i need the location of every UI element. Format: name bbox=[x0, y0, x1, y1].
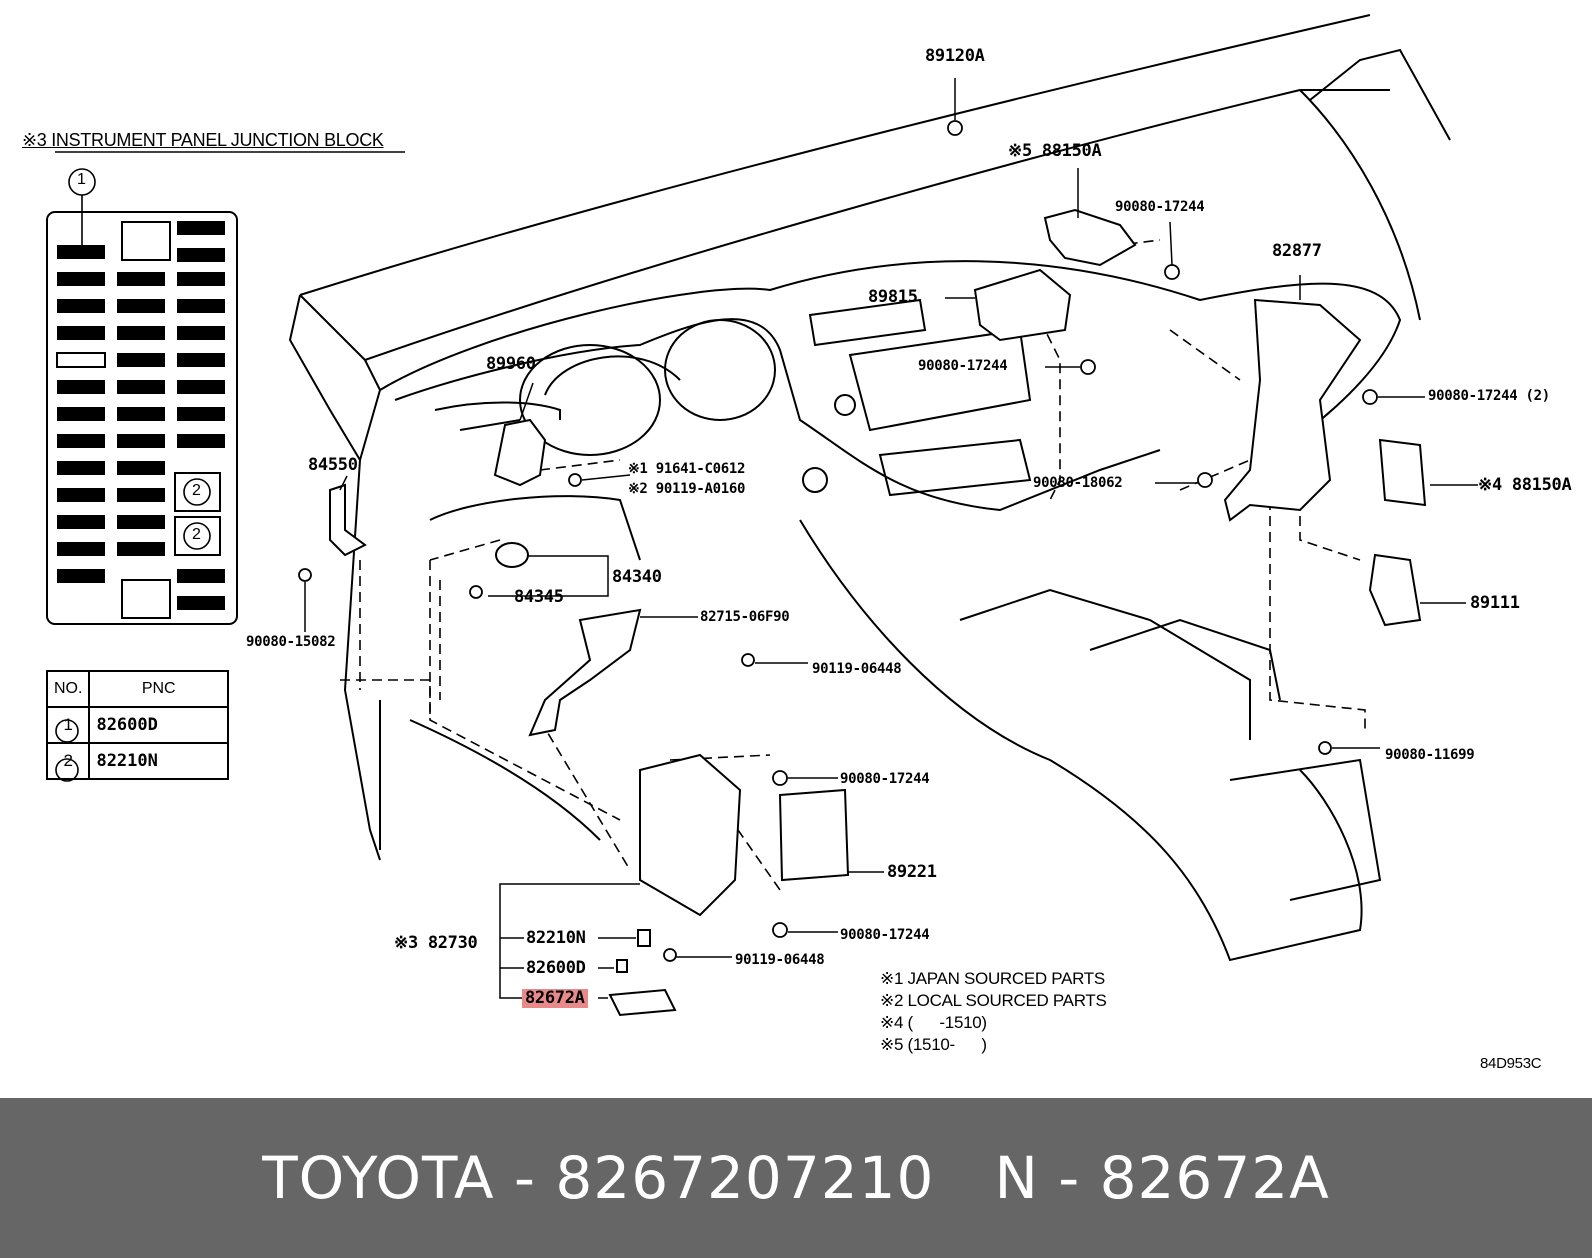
gauge-right bbox=[664, 319, 776, 421]
parts-diagram: 1 2 2 ※3 INSTRUMENT PANEL JUNCTION BLOCK… bbox=[22, 14, 1572, 1072]
part-82672A bbox=[608, 988, 677, 1017]
part-89111 bbox=[1368, 553, 1422, 627]
label-84550[interactable]: 84550 bbox=[308, 455, 358, 475]
table-cell-no: 2 bbox=[45, 742, 91, 780]
footer-text: TOYOTA - 8267207210 N - 82672A bbox=[0, 1098, 1592, 1258]
center-display bbox=[848, 328, 1032, 432]
footer-bar bbox=[0, 1098, 1592, 1258]
dashboard-upper-edge bbox=[364, 89, 1390, 361]
note-japan-sourced: ※1 JAPAN SOURCED PARTS bbox=[880, 969, 1105, 988]
label-84345[interactable]: 84345 bbox=[514, 587, 564, 607]
junction-block-title: ※3 INSTRUMENT PANEL JUNCTION BLOCK bbox=[22, 130, 384, 150]
callout-1: 1 bbox=[77, 171, 86, 188]
callout-2b-circle bbox=[183, 522, 211, 550]
part-89815 bbox=[973, 268, 1072, 342]
label-90080-15082[interactable]: 90080-15082 bbox=[246, 634, 336, 650]
label-89221[interactable]: 89221 bbox=[887, 862, 937, 882]
table-row: 1 82600D bbox=[45, 706, 229, 744]
label-82672A-highlighted[interactable]: 82672A bbox=[522, 989, 588, 1008]
dashboard-top-edge bbox=[299, 14, 1371, 296]
gauge-left bbox=[519, 344, 661, 456]
label-82210N[interactable]: 82210N bbox=[526, 928, 586, 948]
footer-ref: N - 82672A bbox=[994, 1144, 1330, 1212]
label-82715-06F90[interactable]: 82715-06F90 bbox=[700, 609, 790, 625]
table-row: 2 82210N bbox=[45, 742, 229, 780]
label-89120A[interactable]: 89120A bbox=[925, 46, 985, 66]
pnc-table: NO. PNC 1 82600D 2 82210N bbox=[45, 670, 229, 780]
label-89111[interactable]: 89111 bbox=[1470, 593, 1520, 613]
center-console bbox=[799, 519, 1363, 962]
diagram-drawing bbox=[46, 14, 1478, 1017]
part-82730-junction-block bbox=[639, 753, 742, 917]
table-cell-pnc: 82210N bbox=[88, 742, 229, 780]
label-90080-17244-2[interactable]: 90080-17244 (2) bbox=[1428, 388, 1550, 404]
callout-2b: 2 bbox=[192, 526, 201, 543]
table-header-no: NO. bbox=[45, 670, 91, 708]
label-84340[interactable]: 84340 bbox=[612, 567, 662, 587]
part-82210N bbox=[637, 929, 651, 947]
label-90080-17244-c[interactable]: 90080-17244 bbox=[840, 771, 930, 787]
table-cell-pnc: 82600D bbox=[88, 706, 229, 744]
label-91641-C0612[interactable]: ※1 91641-C0612 bbox=[628, 461, 746, 477]
label-90080-17244-d[interactable]: 90080-17244 bbox=[840, 927, 930, 943]
note-local-sourced: ※2 LOCAL SOURCED PARTS bbox=[880, 991, 1107, 1010]
part-84340 bbox=[495, 542, 529, 568]
footer-brand-part: TOYOTA - 8267207210 bbox=[262, 1144, 935, 1212]
label-88150A-4[interactable]: ※4 88150A bbox=[1478, 475, 1572, 495]
part-88150A-lower bbox=[1378, 438, 1427, 507]
part-84550 bbox=[329, 483, 367, 557]
fuse-block bbox=[46, 211, 238, 625]
part-88150A-upper bbox=[1043, 208, 1137, 267]
label-90119-06448-b[interactable]: 90119-06448 bbox=[735, 952, 825, 968]
note-5: ※5 (1510- ) bbox=[880, 1035, 987, 1054]
label-89815[interactable]: 89815 bbox=[868, 287, 918, 307]
note-4: ※4 ( -1510) bbox=[880, 1013, 987, 1032]
label-82730[interactable]: ※3 82730 bbox=[394, 933, 478, 953]
label-82600D[interactable]: 82600D bbox=[526, 958, 586, 978]
label-90119-A0160[interactable]: ※2 90119-A0160 bbox=[628, 481, 746, 497]
diagram-code: 84D953C bbox=[1480, 1055, 1542, 1072]
callout-2a-circle bbox=[183, 478, 211, 506]
label-89960[interactable]: 89960 bbox=[486, 354, 536, 374]
label-90080-17244-a[interactable]: 90080-17244 bbox=[1115, 199, 1205, 215]
part-82600D bbox=[616, 959, 628, 973]
part-82715-bracket bbox=[528, 608, 642, 737]
part-89221 bbox=[778, 788, 850, 882]
callout-2a: 2 bbox=[192, 482, 201, 499]
label-82877[interactable]: 82877 bbox=[1272, 241, 1322, 261]
part-82877 bbox=[1223, 298, 1362, 522]
table-header-pnc: PNC bbox=[88, 670, 229, 708]
label-88150A-5[interactable]: ※5 88150A bbox=[1008, 141, 1102, 161]
label-90080-18062[interactable]: 90080-18062 bbox=[1033, 475, 1123, 491]
label-90080-17244-b[interactable]: 90080-17244 bbox=[918, 358, 1008, 374]
part-89960 bbox=[493, 418, 547, 487]
fuse-slots bbox=[57, 221, 225, 610]
label-90119-06448-a[interactable]: 90119-06448 bbox=[812, 661, 902, 677]
table-cell-no: 1 bbox=[45, 706, 91, 744]
label-90080-11699[interactable]: 90080-11699 bbox=[1385, 747, 1475, 763]
